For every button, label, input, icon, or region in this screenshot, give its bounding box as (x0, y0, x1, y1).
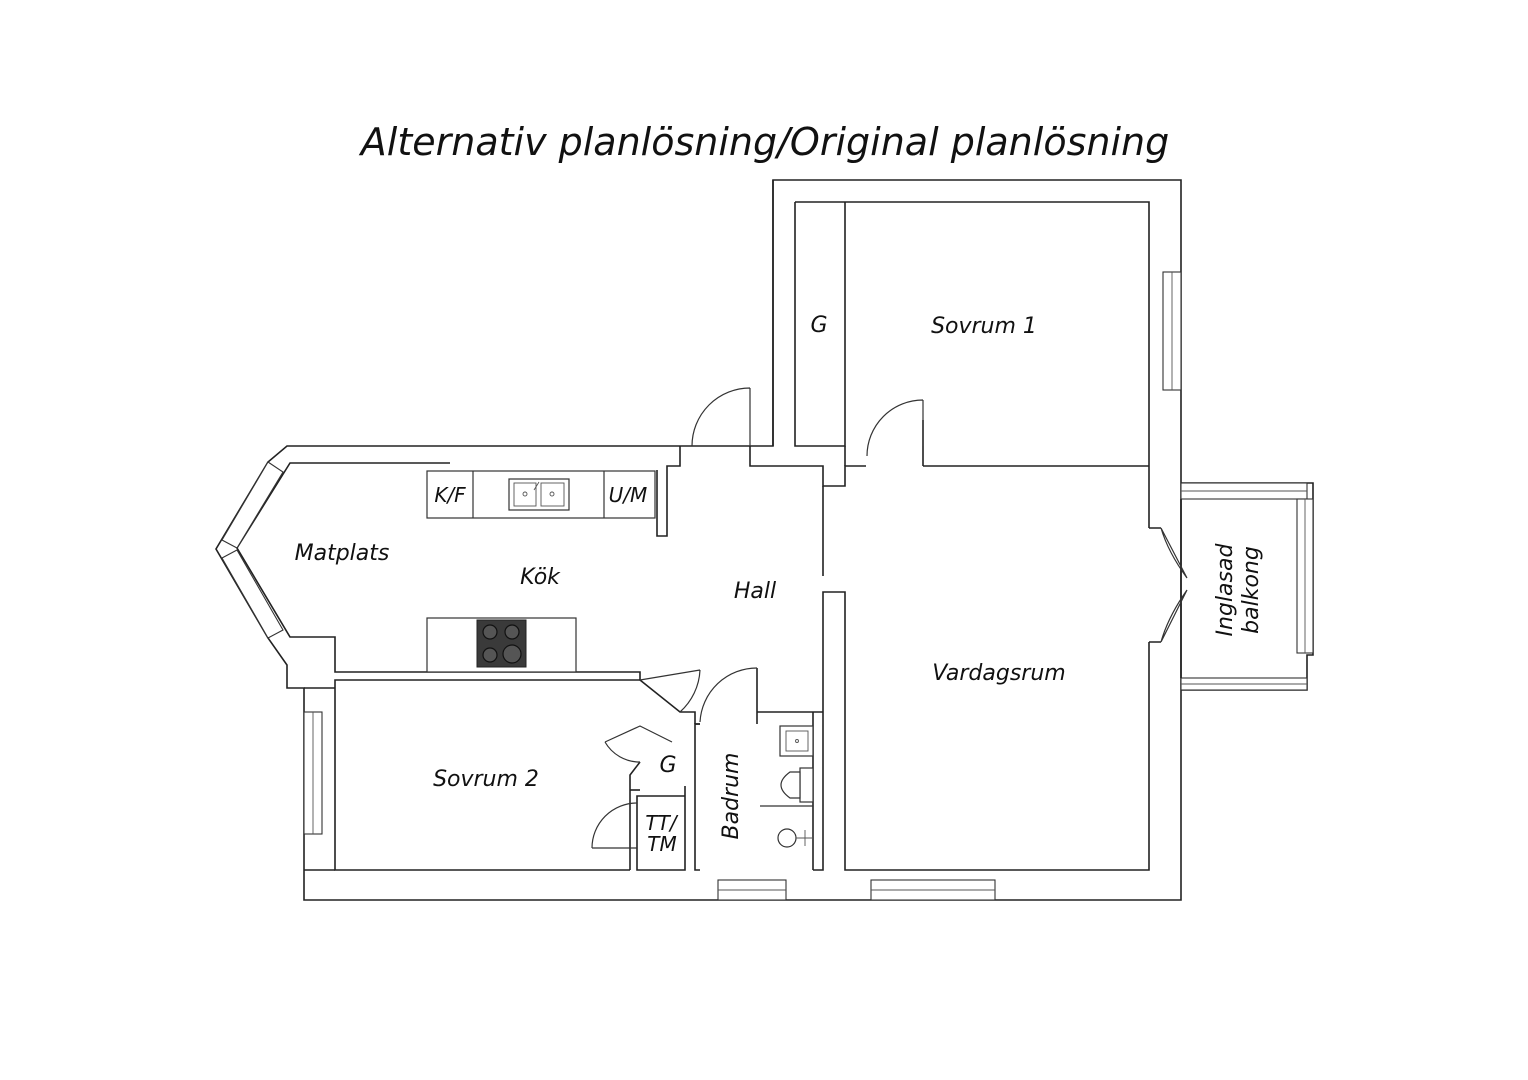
door-entrance (691, 387, 751, 447)
door-tvatt (591, 802, 638, 849)
label-garderob-1: G (810, 313, 827, 338)
toilet-bowl (780, 771, 801, 799)
interior-walls (629, 180, 1161, 871)
kitchen-fixtures (426, 470, 656, 673)
label-balkong-2: balkong (1239, 546, 1264, 634)
doors (591, 387, 924, 849)
balcony (1160, 482, 1314, 691)
door-sovrum1 (866, 399, 924, 457)
windows (221, 271, 1182, 901)
label-sovrum1: Sovrum 1 (931, 314, 1037, 339)
label-tvatt-2: TM (647, 832, 676, 856)
toilet-tank (799, 767, 814, 803)
label-tvatt-1: TT/ (645, 811, 678, 835)
label-sovrum2: Sovrum 2 (433, 767, 539, 792)
room-labels: Sovrum 1 G Matplats Kök Hall Vardagsrum … (295, 313, 1264, 856)
label-vardagsrum: Vardagsrum (932, 661, 1065, 686)
door-closet (604, 725, 673, 763)
outer-walls (215, 179, 1182, 901)
label-badrum: Badrum (719, 753, 744, 840)
label-garderob-2: G (659, 753, 676, 778)
label-balkong-1: Inglasad (1213, 543, 1238, 637)
plan-title: Alternativ planlösning/Original planlösn… (358, 120, 1169, 164)
door-badrum (699, 667, 758, 723)
window-bay-upper (221, 461, 284, 549)
door-sovrum2 (639, 669, 701, 713)
kitchen-sink (508, 478, 570, 511)
label-kyl-frys: K/F (434, 483, 466, 507)
window-bay-lower (221, 549, 284, 639)
label-matplats: Matplats (295, 541, 390, 566)
shower (777, 828, 797, 848)
label-hall: Hall (734, 579, 776, 604)
bathroom-fixtures (760, 725, 814, 848)
label-diskmaskin: U/M (609, 483, 648, 507)
label-kok: Kök (520, 565, 561, 590)
